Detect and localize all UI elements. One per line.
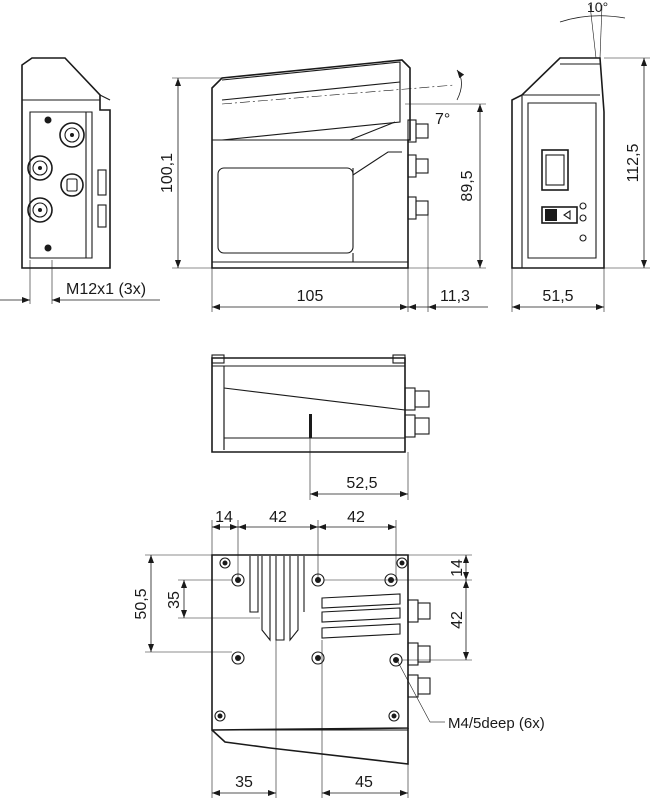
screw-hole bbox=[44, 116, 52, 124]
side-view-left: M12x1 (3x) bbox=[0, 57, 160, 304]
corner-screw bbox=[388, 710, 400, 722]
cooling-fins bbox=[249, 556, 305, 642]
mounting-view: 14 42 42 50,5 35 14 42 M4/5deep (6x) bbox=[133, 509, 545, 798]
key-icon bbox=[545, 209, 557, 221]
width-11-3-label: 11,3 bbox=[440, 288, 470, 305]
right-42-label: 42 bbox=[449, 611, 466, 629]
side-connector bbox=[407, 196, 429, 220]
height-89-5-label: 89,5 bbox=[459, 170, 476, 201]
width-51-5-label: 51,5 bbox=[542, 288, 573, 305]
left-35-label: 35 bbox=[166, 591, 183, 609]
hole-note-label: M4/5deep (6x) bbox=[448, 715, 545, 732]
mount-hole bbox=[389, 653, 403, 667]
left-50-5-label: 50,5 bbox=[133, 588, 150, 619]
top-connector bbox=[404, 387, 430, 411]
angle-7-label: 7° bbox=[435, 111, 450, 128]
side-connector bbox=[407, 154, 429, 178]
top-14-label: 14 bbox=[215, 509, 233, 526]
top-connector bbox=[404, 414, 430, 438]
mount-hole bbox=[311, 651, 325, 665]
screw-hole bbox=[44, 244, 52, 252]
m12-connector bbox=[27, 155, 53, 181]
width-105-label: 105 bbox=[297, 288, 324, 305]
corner-screw bbox=[396, 557, 408, 569]
corner-screw bbox=[219, 557, 231, 569]
bottom-connector bbox=[407, 674, 431, 698]
m12-connector bbox=[27, 197, 53, 223]
display-window bbox=[541, 149, 569, 191]
bottom-connector bbox=[407, 642, 431, 666]
bottom-45-label: 45 bbox=[355, 774, 373, 791]
side-fins bbox=[321, 593, 401, 639]
connector-note-label: M12x1 (3x) bbox=[66, 281, 146, 298]
height-112-5-label: 112,5 bbox=[625, 143, 642, 182]
corner-screw bbox=[214, 710, 226, 722]
top-view: 52,5 bbox=[211, 354, 430, 500]
usb-port bbox=[60, 173, 84, 197]
right-14-label: 14 bbox=[449, 559, 466, 577]
bottom-connector bbox=[407, 599, 431, 623]
angle-10-label: 10° bbox=[587, 0, 608, 15]
side-connector bbox=[407, 119, 429, 143]
mount-hole bbox=[231, 651, 245, 665]
bottom-35-label: 35 bbox=[235, 774, 253, 791]
side-view-right: 10° 112,5 51,5 bbox=[511, 0, 650, 312]
button-panel bbox=[541, 206, 578, 224]
top-42-b-label: 42 bbox=[347, 509, 365, 526]
height-100-1-label: 100,1 bbox=[159, 153, 176, 193]
top-42-a-label: 42 bbox=[269, 509, 287, 526]
depth-52-5-label: 52,5 bbox=[346, 475, 377, 492]
m12-connector bbox=[59, 122, 85, 148]
front-view: 100,1 89,5 7° 105 11,3 bbox=[159, 59, 488, 312]
